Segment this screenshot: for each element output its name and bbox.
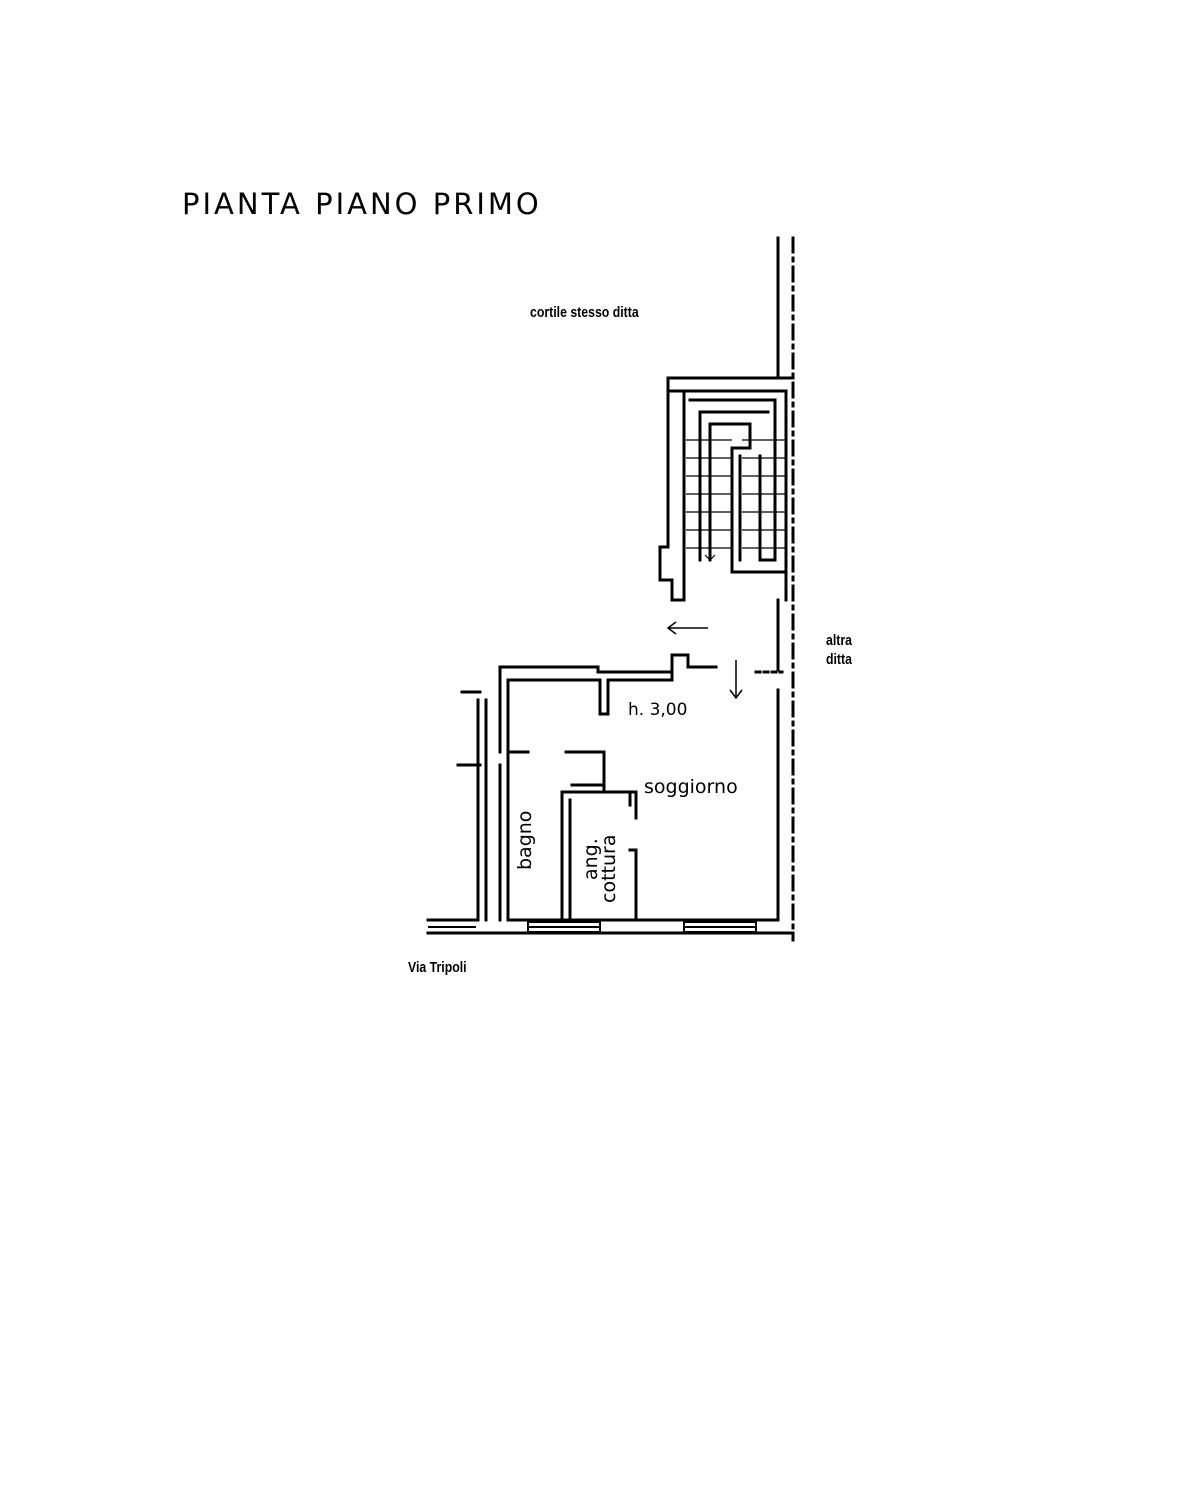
stair-flight-left [698,410,770,562]
courtyard-label: cortile stesso ditta [530,304,639,321]
stair-outline [688,398,777,562]
kitchenette-right-wall [628,790,638,922]
other-owner-label-line1: altra [826,632,852,649]
bathroom-partition [506,750,638,820]
plan-title: PIANTA PIANO PRIMO [182,187,542,221]
stair-left-wall [658,376,686,602]
arrow-left-icon [666,621,708,635]
living-room-label: soggiorno [644,776,738,798]
stair-flight-right [730,446,788,574]
kitchenette-partition [560,790,606,922]
apartment-left-wall [498,665,510,922]
kitchenette-label-line2: cottura [598,834,620,903]
stair-inner [738,454,762,562]
ceiling-height-label: h. 3,00 [628,700,688,720]
apartment-inner-top-wall [506,666,674,716]
arrow-down-icon [729,660,743,700]
apartment-top-wall [498,653,718,674]
stair-right-wall [776,389,788,672]
street-label: Via Tripoli [408,959,467,976]
neighbour-wall [460,690,488,922]
stair-top-wall [666,376,795,393]
bathroom-label: bagno [514,810,536,870]
stair-treads [686,439,786,561]
other-owner-label-line2: ditta [826,651,852,668]
